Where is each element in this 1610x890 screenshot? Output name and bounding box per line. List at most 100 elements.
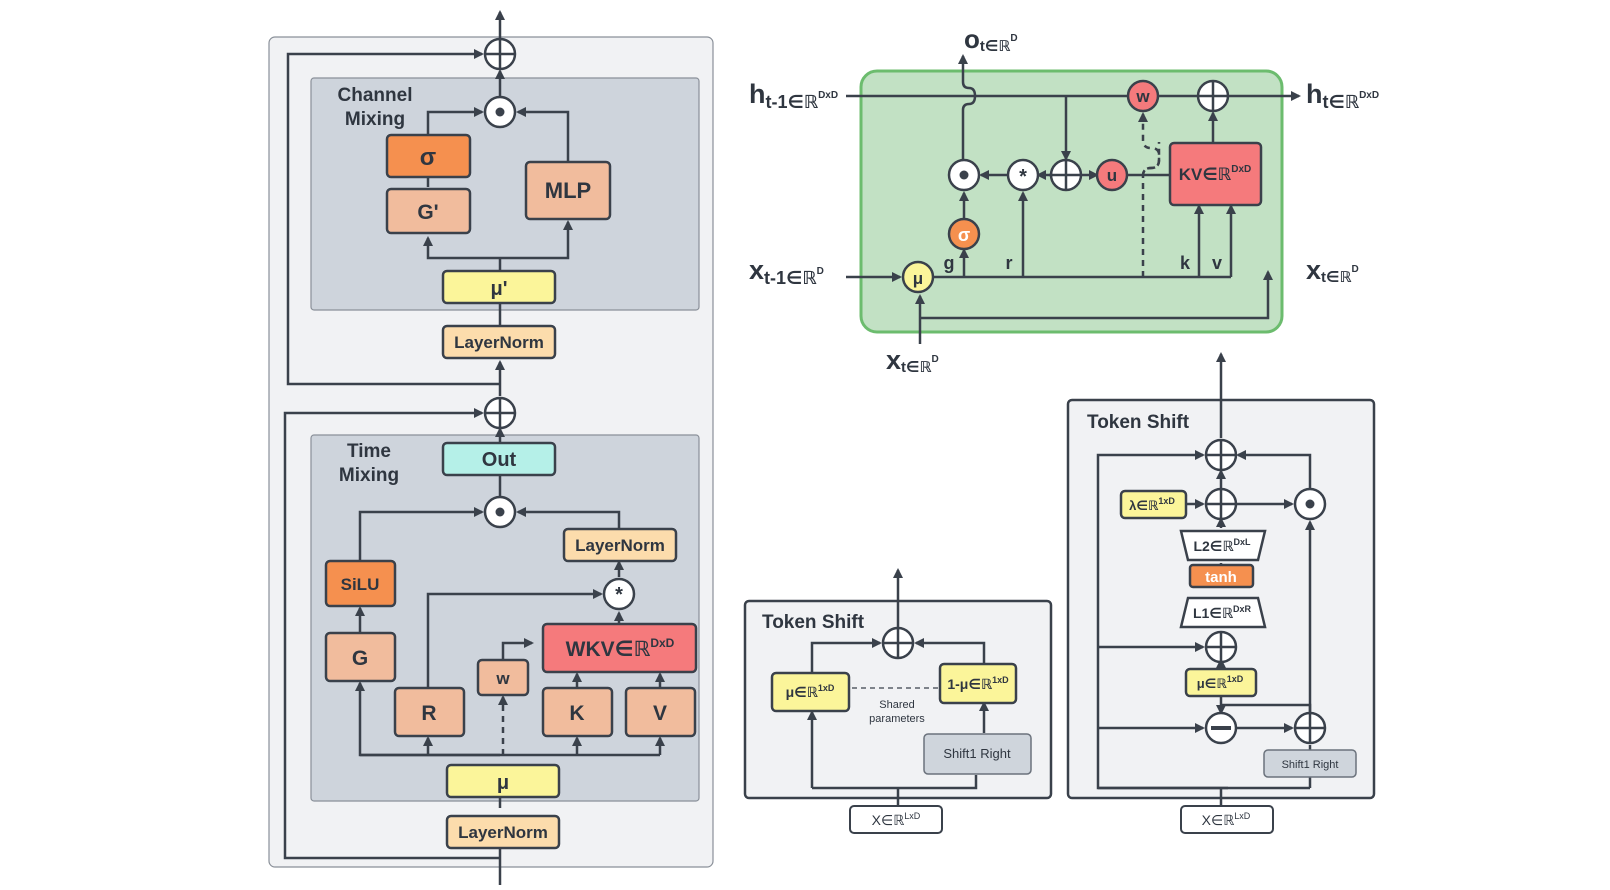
h-next-label: ht∈ℝDxD <box>1306 79 1379 112</box>
g-box <box>324 631 397 683</box>
recurrent-sigma-label: σ <box>958 225 970 245</box>
k-label: K <box>569 702 584 725</box>
r-box <box>393 686 466 738</box>
recurrent-g-label: g <box>944 253 955 273</box>
time-mixing-add <box>483 396 517 430</box>
mu-label: μ <box>497 772 509 794</box>
recurrent-kv-box <box>1168 141 1263 207</box>
token-shift-simple <box>743 568 1053 834</box>
recurrent-k-label: k <box>1180 253 1191 273</box>
tanh-box <box>1188 563 1255 589</box>
inner-layernorm-box <box>562 527 678 563</box>
token-shift-simple-mu-label: μ∈ℝ1xD <box>786 683 835 700</box>
token-shift-lora-bottom-add <box>1293 711 1327 745</box>
token-shift-lora-shift-label: Shift1 Right <box>1282 759 1339 771</box>
time-mixing-residual <box>283 408 500 860</box>
recurrent-kv-label: KV∈ℝDxD <box>1179 164 1252 184</box>
inner-layernorm-label: LayerNorm <box>575 536 665 555</box>
token-shift-lora-shift-box <box>1263 749 1357 778</box>
shared-parameters-label-1: Shared <box>879 699 914 711</box>
mu-prime-box <box>441 269 557 305</box>
time-mixing-panel <box>310 434 700 802</box>
g-prime-box <box>385 187 472 235</box>
shared-parameters-label-2: parameters <box>869 713 925 725</box>
channel-mixing-multiply <box>483 95 517 129</box>
l2-trapezoid <box>1179 529 1267 562</box>
token-shift-lora-top-add <box>1204 438 1238 472</box>
recurrent-cell <box>846 54 1301 344</box>
l1-trapezoid <box>1179 596 1267 629</box>
token-shift-lora-title: Token Shift <box>1087 412 1190 433</box>
recurrent-sigma-node <box>947 217 981 251</box>
token-shift-lora-subtract <box>1204 711 1238 745</box>
g-label: G <box>352 647 368 670</box>
recurrent-plus-u <box>1049 158 1083 192</box>
out-box <box>441 441 557 477</box>
l1-label: L1∈ℝDxR <box>1193 604 1252 621</box>
wkv-star-op <box>602 577 636 611</box>
x-next-label: xt∈ℝD <box>1306 255 1359 286</box>
k-box <box>541 686 614 738</box>
lambda-label: λ∈ℝ1xD <box>1129 496 1175 513</box>
token-shift-simple-input-box <box>849 805 943 834</box>
lambda-box <box>1119 489 1188 520</box>
token-shift-simple-mu-box <box>770 671 851 713</box>
out-label: Out <box>482 449 517 471</box>
mlp-label: MLP <box>545 178 591 203</box>
recurrent-w-label: w <box>1135 87 1150 106</box>
recurrent-mu-node <box>901 260 935 294</box>
token-shift-lora-multiply <box>1293 487 1327 521</box>
l2-label: L2∈ℝDxL <box>1193 537 1251 554</box>
mu-box <box>445 763 561 799</box>
token-shift-lora <box>1066 352 1376 834</box>
channel-mixing-residual <box>286 49 500 386</box>
wkv-label: WKV∈ℝDxD <box>566 636 675 661</box>
recurrent-u-node <box>1095 158 1129 192</box>
rwkv-block <box>268 10 714 885</box>
silu-box <box>324 559 397 608</box>
g-prime-label: G' <box>417 201 438 224</box>
channel-mixing-title-2: Mixing <box>345 109 405 130</box>
token-shift-lora-input-label: X∈ℝLxD <box>1202 811 1251 828</box>
token-shift-simple-title: Token Shift <box>762 612 865 633</box>
time-mixing-title-1: Time <box>347 441 391 462</box>
token-shift-simple-input-label: X∈ℝLxD <box>872 811 921 828</box>
r-label: R <box>421 702 436 725</box>
x-prev-label: xt-1∈ℝD <box>749 255 824 288</box>
wkv-box <box>541 622 698 674</box>
channel-mixing-title-1: Channel <box>338 85 413 106</box>
tanh-label: tanh <box>1205 569 1237 586</box>
w-label: w <box>495 669 510 688</box>
v-box <box>624 686 697 738</box>
token-shift-simple-one-minus-mu-box <box>938 662 1018 705</box>
mu-prime-label: μ' <box>491 278 508 300</box>
recurrent-dot <box>947 158 981 192</box>
token-shift-lora-mu-box <box>1184 667 1258 698</box>
token-shift-lora-input-box <box>1180 805 1274 834</box>
channel-mixing-add <box>483 37 517 71</box>
h-prev-label: ht-1∈ℝDxD <box>749 79 838 112</box>
x-input-label: xt∈ℝD <box>886 345 939 376</box>
token-shift-simple-add <box>881 626 915 660</box>
time-mixing-multiply <box>483 495 517 529</box>
channel-layernorm-box <box>441 324 557 360</box>
recurrent-r-label: r <box>1005 253 1012 273</box>
token-shift-simple-shift-box <box>923 733 1032 775</box>
token-shift-lora-mu-label: μ∈ℝ1xD <box>1197 674 1244 691</box>
recurrent-w-node <box>1126 79 1160 113</box>
recurrent-star <box>1006 158 1040 192</box>
silu-label: SiLU <box>341 575 380 594</box>
wkv-star-glyph: * <box>615 584 623 606</box>
time-layernorm-box <box>445 814 561 850</box>
channel-layernorm-label: LayerNorm <box>454 333 544 352</box>
recurrent-mu-label: μ <box>913 269 923 288</box>
v-label: V <box>653 702 667 725</box>
recurrent-v-label: v <box>1212 253 1222 273</box>
recurrent-cell-panel <box>859 69 1284 334</box>
time-layernorm-label: LayerNorm <box>458 823 548 842</box>
mlp-box <box>524 160 612 221</box>
time-mixing-title-2: Mixing <box>339 465 399 486</box>
token-shift-lora-lambda-add <box>1204 487 1238 521</box>
o-output-label: ot∈ℝD <box>964 24 1018 55</box>
